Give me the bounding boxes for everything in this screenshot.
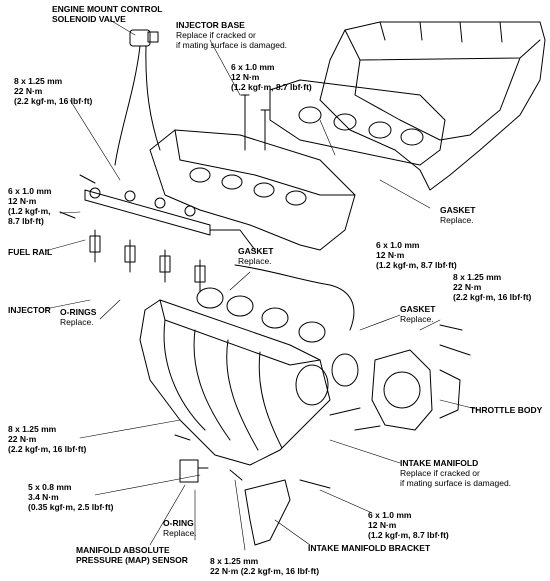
label-o-ring: O-RING Replace. [163,518,197,538]
label-text: Replace. [238,256,272,266]
label-text: 8 x 1.25 mm [14,76,63,86]
label-spec-bottom: 8 x 1.25 mm 22 N·m (2.2 kgf·m, 16 lbf·ft… [210,556,319,576]
label-text: if mating surface is damaged. [400,478,512,488]
label-text: 8.7 lbf·ft) [8,216,44,226]
label-text: GASKET [238,246,274,256]
label-text: Replace if cracked or [400,468,480,478]
label-text: THROTTLE BODY [470,405,543,415]
label-fuel-rail: FUEL RAIL [8,247,52,257]
label-text: FUEL RAIL [8,247,53,257]
label-text: 22 N·m [453,282,482,292]
label-text: INJECTOR BASE [176,20,245,30]
label-text: Replace if cracked or [176,30,256,40]
cylinder-head [319,21,546,191]
label-text: 8 x 1.25 mm [453,272,502,282]
label-text: 12 N·m [231,72,260,82]
label-text: Replace. [440,215,474,225]
label-text: 6 x 1.0 mm [368,510,412,520]
label-gasket-right: GASKET Replace. [400,304,435,324]
label-text: (0.35 kgf·m, 2.5 lbf·ft) [28,502,114,512]
fuel-rail [84,187,256,251]
label-text: GASKET [400,304,436,314]
head-gasket [269,79,446,166]
label-text: 6 x 1.0 mm [8,186,52,196]
label-text: ENGINE MOUNT CONTROL [52,4,163,14]
label-text: O-RINGS [60,307,97,317]
label-text: Replace. [400,314,434,324]
label-text: 12 N·m [368,520,397,530]
vacuum-hose [234,264,355,331]
label-text: 5 x 0.8 mm [28,482,72,492]
label-map-sensor: MANIFOLD ABSOLUTE PRESSURE (MAP) SENSOR [76,545,188,565]
label-spec-left-mid: 6 x 1.0 mm 12 N·m (1.2 kgf·m, 8.7 lbf·ft… [8,186,51,226]
label-injector: INJECTOR [8,305,51,315]
label-text: INTAKE MANIFOLD [400,458,479,468]
label-text: PRESSURE (MAP) SENSOR [76,555,188,565]
intake-manifold-bracket [244,479,291,546]
leader-lines [44,19,481,551]
label-text: (2.2 kgf·m, 16 lbf·ft) [453,292,532,302]
label-text: Replace. [60,317,94,327]
label-text: (1.2 kgf·m, [8,206,51,216]
label-text: (2.2 kgf·m, 16 lbf·ft) [14,96,93,106]
label-text: 22 N·m (2.2 kgf·m, 16 lbf·ft) [210,566,320,576]
manifold-o-rings [196,287,326,343]
label-text: MANIFOLD ABSOLUTE [76,545,170,555]
label-spec-center: 6 x 1.0 mm 12 N·m (1.2 kgf·m, 8.7 lbf·ft… [376,240,457,270]
label-spec-left-top: 8 x 1.25 mm 22 N·m (2.2 kgf·m, 16 lbf·ft… [14,76,92,106]
label-text: (2.2 kgf·m, 16 lbf·ft) [8,444,87,454]
label-throttle-body: THROTTLE BODY [470,405,542,415]
label-text: 22 N·m [8,434,37,444]
label-engine-mount-solenoid: ENGINE MOUNT CONTROL SOLENOID VALVE [52,4,163,24]
map-sensor [179,459,209,483]
label-injector-base: INJECTOR BASE Replace if cracked or if m… [176,20,287,50]
label-gasket-upper: GASKET Replace. [238,246,273,266]
throttle-body [331,349,461,431]
label-bracket: INTAKE MANIFOLD BRACKET [308,543,430,553]
label-text: 22 N·m [14,86,43,96]
label-intake-manifold: INTAKE MANIFOLD Replace if cracked or if… [400,458,511,488]
label-text: O-RING [163,518,194,528]
label-text: (1.2 kgf·m, 8.7 lbf·ft) [368,530,449,540]
label-spec-right: 8 x 1.25 mm 22 N·m (2.2 kgf·m, 16 lbf·ft… [453,272,531,302]
label-text: GASKET [440,205,476,215]
label-text: 8 x 1.25 mm [8,424,57,434]
injectors [89,229,206,293]
label-text: 6 x 1.0 mm [231,62,275,72]
label-text: 12 N·m [8,196,37,206]
label-spec-map: 5 x 0.8 mm 3.4 N·m (0.35 kgf·m, 2.5 lbf·… [28,482,113,512]
label-o-rings: O-RINGS Replace. [60,307,96,327]
label-text: (1.2 kgf·m, 8.7 lbf·ft) [231,82,312,92]
label-spec-bracket: 6 x 1.0 mm 12 N·m (1.2 kgf·m, 8.7 lbf·ft… [368,510,449,540]
bolts [59,174,471,489]
label-text: Replace. [163,528,197,538]
label-text: INTAKE MANIFOLD BRACKET [308,543,431,553]
label-spec-left-low: 8 x 1.25 mm 22 N·m (2.2 kgf·m, 16 lbf·ft… [8,424,86,454]
label-text: SOLENOID VALVE [52,14,126,24]
label-spec-base: 6 x 1.0 mm 12 N·m (1.2 kgf·m, 8.7 lbf·ft… [231,62,312,92]
label-text: 3.4 N·m [28,492,59,502]
label-gasket-head: GASKET Replace. [440,205,475,225]
label-text: (1.2 kgf·m, 8.7 lbf·ft) [376,260,457,270]
solenoid-valve [114,29,161,166]
label-text: 6 x 1.0 mm [376,240,420,250]
label-text: INJECTOR [8,305,51,315]
label-text: if mating surface is damaged. [176,40,288,50]
label-text: 12 N·m [376,250,405,260]
label-text: 8 x 1.25 mm [210,556,259,566]
intake-manifold [139,299,331,466]
